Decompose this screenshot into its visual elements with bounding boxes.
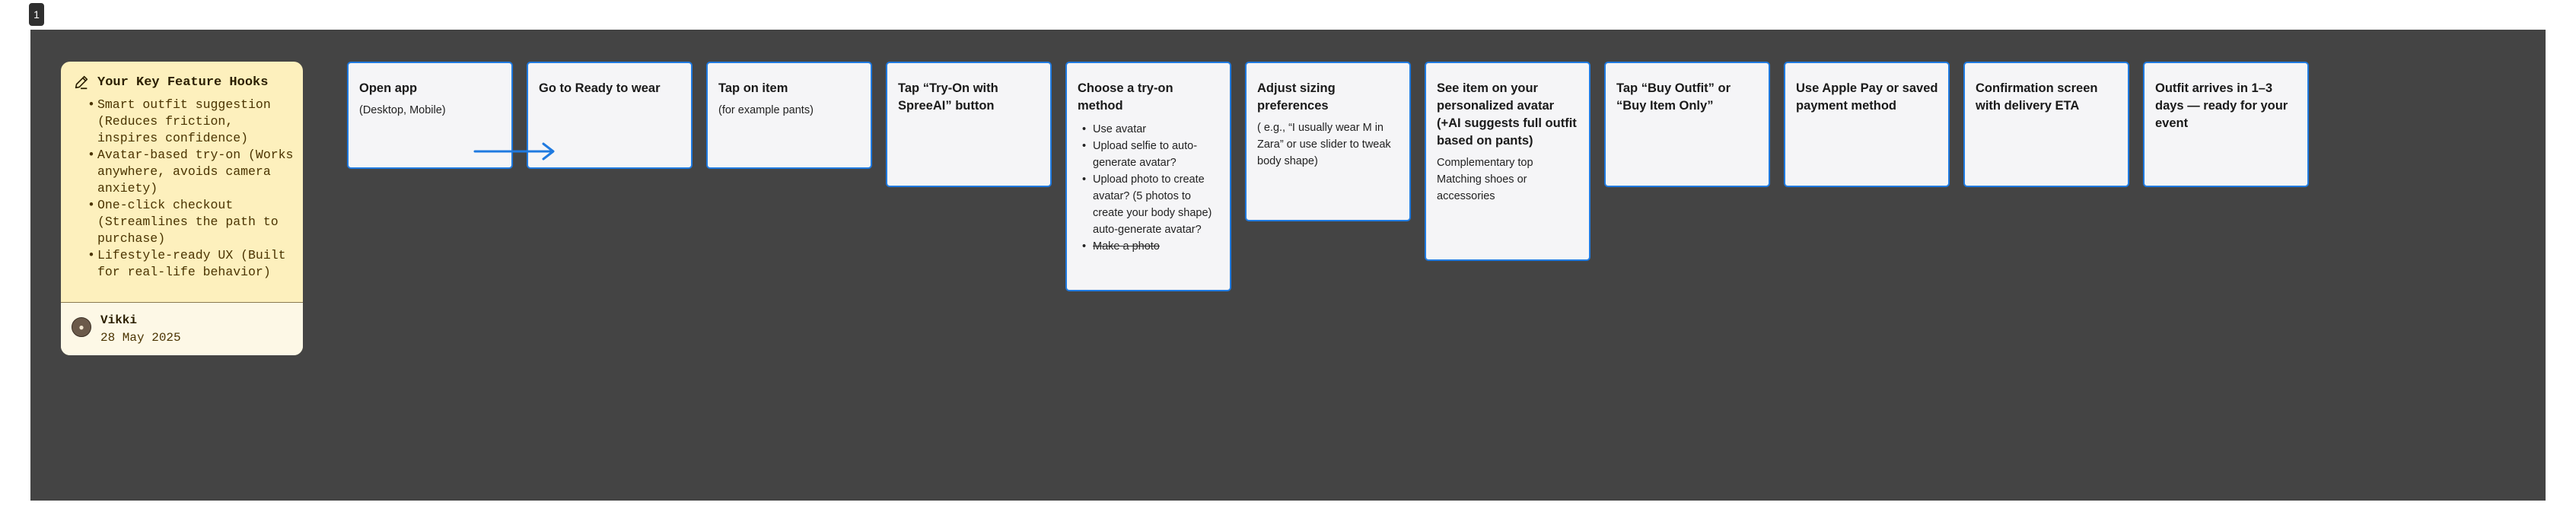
sticky-note[interactable]: Your Key Feature Hooks Smart outfit sugg… xyxy=(61,62,303,355)
step-title: Confirmation screen with delivery ETA xyxy=(1976,81,2098,113)
pencil-icon xyxy=(75,75,88,90)
step-title: See item on your personalized avatar (+A… xyxy=(1437,81,1577,148)
try-on-method-list: Use avatar Upload selfie to auto-generat… xyxy=(1078,121,1221,255)
note-header: Your Key Feature Hooks xyxy=(61,62,303,91)
step-title: Tap “Buy Outfit” or “Buy Item Only” xyxy=(1616,81,1731,113)
step-subtitle: (for example pants) xyxy=(718,104,814,116)
note-item: One-click checkout (Streamlines the path… xyxy=(88,197,295,247)
step-card-try-on-method[interactable]: Choose a try-on method Use avatar Upload… xyxy=(1065,62,1231,291)
step-card-avatar-preview[interactable]: See item on your personalized avatar (+A… xyxy=(1425,62,1590,261)
step-card-buy-outfit[interactable]: Tap “Buy Outfit” or “Buy Item Only” xyxy=(1604,62,1770,187)
step-title: Adjust sizing preferences xyxy=(1257,81,1336,113)
note-footer: ● Vikki 28 May 2025 xyxy=(61,302,303,355)
step-subtitle: (Desktop, Mobile) xyxy=(359,104,446,116)
step-title: Tap “Try-On with SpreeAI” button xyxy=(898,81,998,113)
step-title: Open app xyxy=(359,81,418,95)
step-card-tap-item[interactable]: Tap on item (for example pants) xyxy=(706,62,872,169)
author-block: Vikki 28 May 2025 xyxy=(100,313,181,345)
step-list-item: Upload photo to create avatar? (5 photos… xyxy=(1082,171,1221,238)
note-item: Avatar-based try-on (Works anywhere, avo… xyxy=(88,147,295,197)
step-card-confirmation[interactable]: Confirmation screen with delivery ETA xyxy=(1963,62,2129,187)
avatar[interactable]: ● xyxy=(72,317,91,337)
note-title: Your Key Feature Hooks xyxy=(97,75,269,90)
step-title: Go to Ready to wear xyxy=(539,81,661,95)
step-list-item: Upload selfie to auto-generate avatar? xyxy=(1082,138,1221,171)
step-card-sizing-preferences[interactable]: Adjust sizing preferences ( e.g., “I usu… xyxy=(1245,62,1411,221)
step-card-outfit-arrives[interactable]: Outfit arrives in 1–3 days — ready for y… xyxy=(2143,62,2309,187)
step-card-apple-pay[interactable]: Use Apple Pay or saved payment method xyxy=(1784,62,1950,187)
author-name: Vikki xyxy=(100,313,138,327)
note-feature-list: Smart outfit suggestion (Reduces frictio… xyxy=(61,97,303,281)
step-card-try-on-button[interactable]: Tap “Try-On with SpreeAI” button xyxy=(886,62,1052,187)
step-subtitle: Complementary top Matching shoes or acce… xyxy=(1437,157,1533,202)
note-item: Lifestyle-ready UX (Built for real-life … xyxy=(88,247,295,281)
note-date: 28 May 2025 xyxy=(100,331,181,345)
step-title: Use Apple Pay or saved payment method xyxy=(1796,81,1938,113)
note-item: Smart outfit suggestion (Reduces frictio… xyxy=(88,97,295,147)
step-subtitle: ( e.g., “I usually wear M in Zara” or us… xyxy=(1257,122,1391,167)
frame-label[interactable]: 1 xyxy=(29,3,44,26)
connector-arrow[interactable] xyxy=(473,141,557,161)
step-title: Choose a try-on method xyxy=(1078,81,1173,113)
step-title: Tap on item xyxy=(718,81,788,95)
step-list-item: Use avatar xyxy=(1082,121,1221,138)
step-title: Outfit arrives in 1–3 days — ready for y… xyxy=(2155,81,2288,130)
step-list-item-struck: Make a photo xyxy=(1082,238,1221,255)
